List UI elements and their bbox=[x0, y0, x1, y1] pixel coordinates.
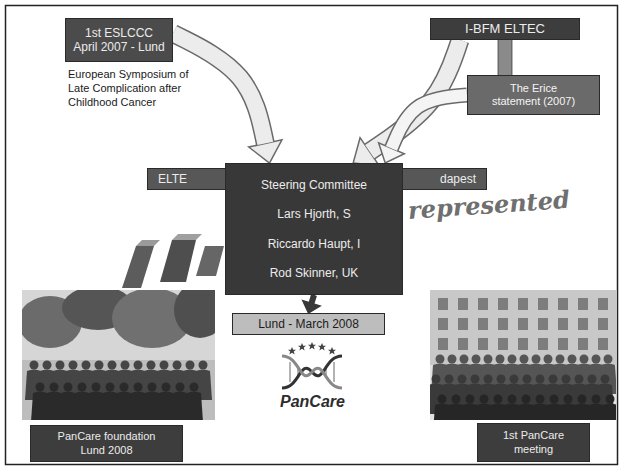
description-text: European Symposium of Late Complication … bbox=[68, 68, 203, 109]
connector-shaft bbox=[311, 295, 314, 303]
people-row bbox=[433, 395, 616, 421]
wordart-shape bbox=[122, 246, 154, 288]
wordart-shape bbox=[136, 240, 160, 246]
logo-text: PanCare bbox=[280, 392, 345, 412]
connector-shaft bbox=[499, 40, 511, 75]
dna-strand bbox=[282, 356, 342, 388]
group-photo bbox=[22, 290, 215, 420]
wordart-fragments bbox=[122, 234, 224, 288]
wordart-text: represented bbox=[407, 185, 571, 226]
wordart-shape bbox=[196, 246, 224, 276]
box-text: Steering Committee bbox=[261, 178, 367, 192]
committee-box: Steering CommitteeLars Hjorth, S Riccardo… bbox=[225, 163, 403, 295]
windows bbox=[438, 298, 610, 358]
box-text: dapest bbox=[440, 172, 476, 186]
connector-arrow bbox=[379, 95, 467, 163]
connector-shaft bbox=[391, 95, 467, 148]
box-text: 1st ESLCCC bbox=[85, 26, 153, 40]
box-text: April 2007 - Lund bbox=[73, 40, 164, 54]
caption-box: PanCare foundation Lund 2008 bbox=[30, 425, 183, 462]
connector-outline bbox=[173, 33, 265, 143]
caption-box: 1st PanCare meeting bbox=[477, 423, 590, 462]
date-box: Lund - March 2008 bbox=[232, 313, 385, 335]
logo-graphic bbox=[282, 342, 342, 388]
group-photo bbox=[430, 290, 616, 420]
wordart-shape bbox=[172, 234, 202, 240]
logo-stars bbox=[288, 342, 336, 355]
connector-outline bbox=[311, 295, 314, 303]
slide-frame bbox=[6, 6, 618, 465]
dna-strand bbox=[282, 356, 342, 388]
connector-arrow bbox=[505, 40, 506, 75]
tree bbox=[174, 290, 215, 338]
box-text: I-BFM ELTEC bbox=[465, 21, 545, 37]
box-text: Lars Hjorth, S bbox=[277, 207, 350, 221]
box-text: The Erice statement (2007) bbox=[489, 82, 579, 108]
box-text: PanCare foundation Lund 2008 bbox=[51, 430, 163, 456]
wordart-shape bbox=[160, 240, 196, 282]
connector-arrow bbox=[173, 33, 282, 163]
event-box: 1st ESLCCCApril 2007 - Lund bbox=[65, 18, 173, 62]
box-text: Riccardo Haupt, I bbox=[268, 237, 361, 251]
box-text: Lund - March 2008 bbox=[258, 317, 359, 331]
people-row bbox=[31, 383, 203, 421]
box-text: 1st PanCare meeting bbox=[494, 429, 574, 455]
connector-shaft bbox=[173, 33, 265, 143]
connector-arrow bbox=[303, 295, 320, 313]
building bbox=[430, 290, 616, 365]
connector-outline bbox=[498, 40, 513, 75]
group-box: I-BFM ELTEC bbox=[430, 18, 580, 40]
box-text: Rod Skinner, UK bbox=[270, 266, 359, 280]
statement-box: The Erice statement (2007) bbox=[467, 75, 600, 115]
connector-outline bbox=[391, 95, 467, 148]
box-text: ELTE bbox=[158, 172, 187, 186]
